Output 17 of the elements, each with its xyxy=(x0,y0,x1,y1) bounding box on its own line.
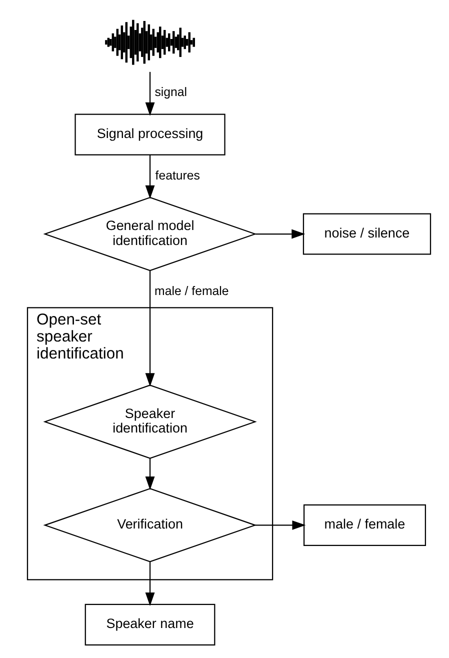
node-box: noise / silence xyxy=(302,213,432,255)
arrow xyxy=(145,562,155,606)
node-box: Speaker name xyxy=(84,604,216,646)
arrow xyxy=(256,229,306,239)
edge-label: features xyxy=(155,168,200,182)
arrow xyxy=(145,72,155,116)
node-box: male / female xyxy=(303,504,426,546)
arrow xyxy=(145,154,155,199)
arrow xyxy=(255,520,306,530)
node-diamond: General model identification xyxy=(43,196,257,272)
node-diamond: Speaker identification xyxy=(43,384,257,459)
edge-label: signal xyxy=(154,85,187,100)
arrow xyxy=(145,270,155,387)
node-box: Signal processing xyxy=(74,114,226,156)
arrow xyxy=(145,458,155,490)
edge-label: male / female xyxy=(154,284,229,298)
node-diamond: Verification xyxy=(43,488,257,562)
